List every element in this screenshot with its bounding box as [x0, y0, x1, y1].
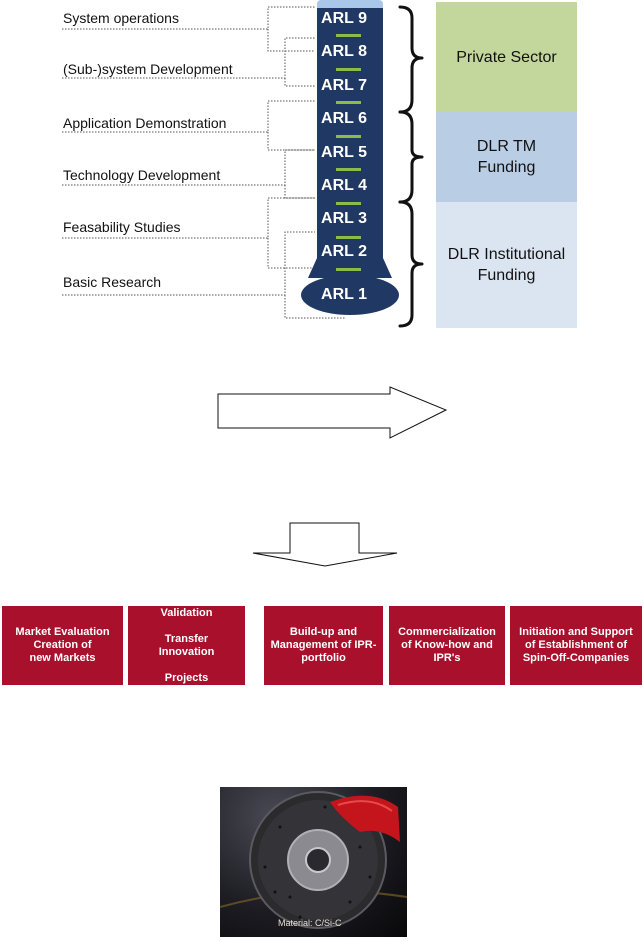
- arl-1-label: ARL 1: [321, 286, 367, 303]
- arl-7-label: ARL 7: [321, 77, 367, 94]
- funding-brackets: [398, 5, 424, 328]
- arl-separators: [336, 34, 361, 271]
- activity-ipr-portfolio: Build-up and Management of IPR- portfoli…: [264, 606, 383, 685]
- arl-2-label: ARL 2: [321, 243, 367, 260]
- arl-3-label: ARL 3: [321, 210, 367, 227]
- down-arrow: [252, 522, 398, 567]
- stage-label-feasability-studies: Feasability Studies: [63, 219, 181, 235]
- activity-spin-off: Initiation and Support of Establishment …: [510, 606, 642, 685]
- arl-5-label: ARL 5: [321, 144, 367, 161]
- arl-8-label: ARL 8: [321, 43, 367, 60]
- arl-4-label: ARL 4: [321, 177, 367, 194]
- photo-caption: Material: C/Si-C: [278, 918, 342, 928]
- stage-label-basic-research: Basic Research: [63, 274, 162, 290]
- activity-commercialization: Commercialization of Know-how and IPR's: [389, 606, 505, 685]
- arl-6-label: ARL 6: [321, 110, 367, 127]
- arl-base: [301, 275, 399, 315]
- stage-label-system-operations: System operations: [63, 10, 179, 26]
- stage-label-technology-development: Technology Development: [63, 167, 221, 183]
- stage-label-application-demonstration: Application Demonstration: [63, 115, 227, 131]
- activity-validation-transfer: Validation Transfer Innovation Projects: [128, 606, 245, 685]
- brake-disc-illustration: [220, 791, 407, 929]
- arl-9-label: ARL 9: [321, 10, 367, 27]
- stage-label-subsystem-development: (Sub-)system Development: [63, 61, 233, 77]
- brake-disc-photo: Material: C/Si-C: [220, 787, 407, 937]
- right-arrow: [217, 386, 448, 439]
- stage-connectors: [62, 6, 345, 319]
- funding-dlr-tm: DLR TM Funding: [436, 112, 577, 202]
- activity-market-evaluation: Market Evaluation Creation of new Market…: [2, 606, 123, 685]
- funding-dlr-institutional: DLR Institutional Funding: [436, 202, 577, 328]
- funding-private-sector: Private Sector: [436, 2, 577, 112]
- arl-diagram: [62, 0, 448, 567]
